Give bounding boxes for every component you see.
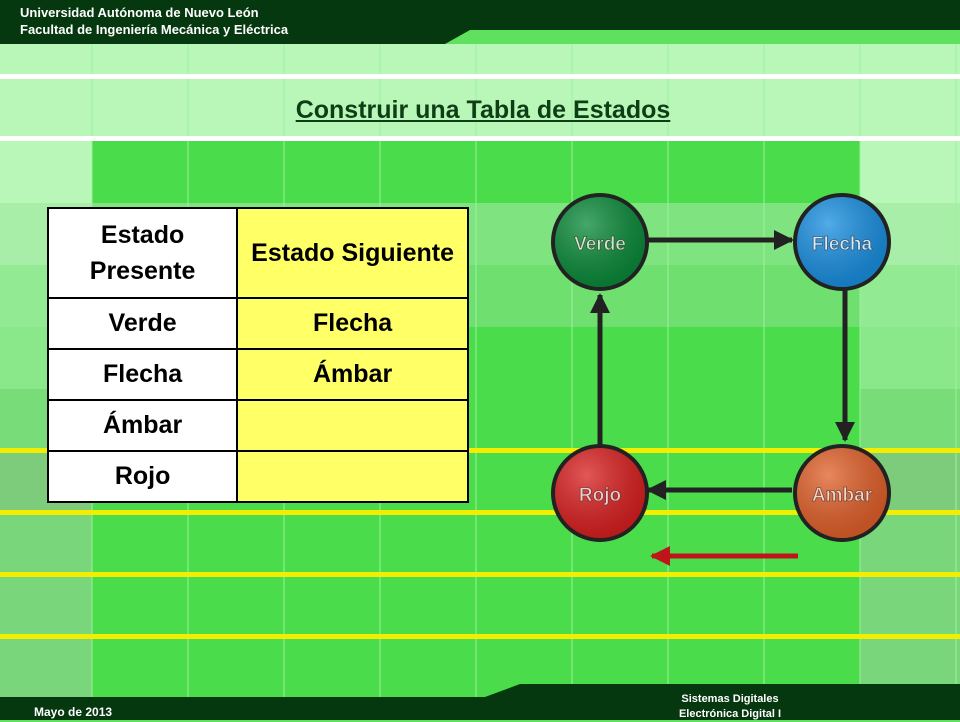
state-table: Estado Presente Estado Siguiente Verde F… — [46, 207, 469, 503]
next-state-cell: Ámbar — [236, 348, 469, 401]
next-state-cell: Flecha — [236, 297, 469, 350]
footer-course-name: Sistemas Digitales — [681, 693, 779, 705]
present-state-cell: Rojo — [46, 450, 239, 503]
state-label-rojo: Rojo — [579, 485, 621, 506]
present-state-cell: Ámbar — [46, 399, 239, 452]
state-node-ambar: Ambar — [793, 444, 891, 542]
header-faculty: Facultad de Ingeniería Mecánica y Eléctr… — [20, 22, 289, 37]
table-row: Ámbar — [46, 399, 469, 452]
present-state-cell: Verde — [46, 297, 239, 350]
footer-course: Sistemas Digitales Electrónica Digital I — [600, 692, 860, 722]
header-next-state: Estado Siguiente — [236, 207, 469, 299]
state-label-verde: Verde — [574, 234, 626, 255]
next-state-cell — [236, 450, 469, 503]
header-present-state-label: Estado Presente — [89, 221, 196, 285]
state-node-verde: Verde — [551, 193, 649, 291]
table-header-row: Estado Presente Estado Siguiente — [46, 207, 469, 299]
state-node-flecha: Flecha — [793, 193, 891, 291]
header-next-state-label: Estado Siguiente — [251, 239, 454, 267]
table-row: Rojo — [46, 450, 469, 503]
table-row: Verde Flecha — [46, 297, 469, 350]
state-diagram: Verde Flecha Ambar Rojo — [551, 193, 891, 566]
footer-course-subtitle: Electrónica Digital I — [678, 708, 782, 720]
slide-title: Construir una Tabla de Estados — [295, 96, 671, 124]
state-node-rojo: Rojo — [551, 444, 649, 542]
next-state-cell — [236, 399, 469, 452]
state-label-ambar: Ambar — [812, 485, 873, 506]
header-present-state: Estado Presente — [46, 207, 239, 299]
table-row: Flecha Ámbar — [46, 348, 469, 401]
header-university: Universidad Autónoma de Nuevo León — [20, 5, 259, 20]
present-state-cell: Flecha — [46, 348, 239, 401]
state-label-flecha: Flecha — [812, 234, 873, 255]
footer-date: Mayo de 2013 — [34, 705, 113, 719]
header-institution: Universidad Autónoma de Nuevo León Facul… — [20, 4, 288, 38]
